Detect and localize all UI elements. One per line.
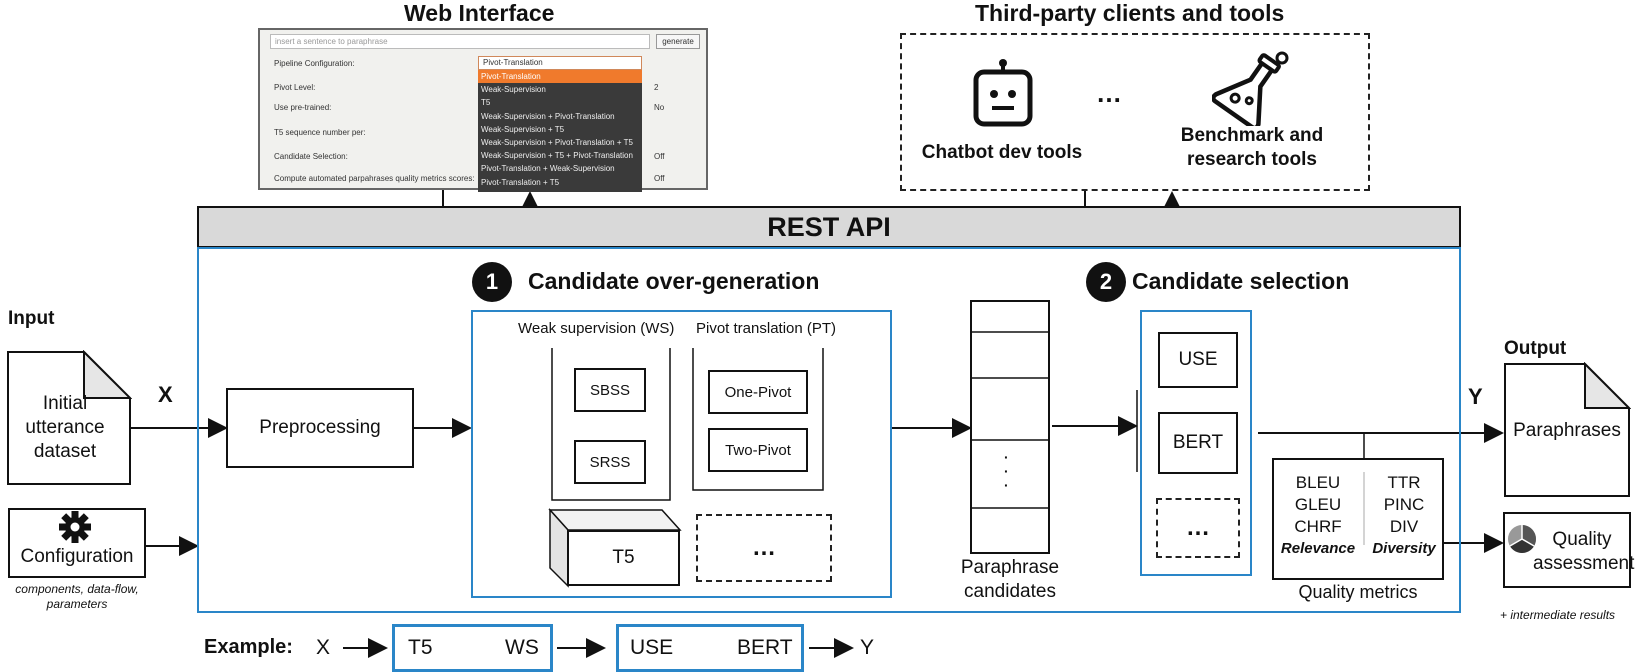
example-use: USE bbox=[630, 636, 674, 659]
example-label: Example: bbox=[204, 636, 293, 658]
relevance-metrics: BLEU GLEU CHRF Relevance bbox=[1272, 472, 1364, 560]
pipeline-select[interactable]: Pivot-Translation bbox=[478, 56, 642, 70]
generate-button[interactable]: generate bbox=[656, 34, 700, 49]
use-box[interactable]: USE bbox=[1158, 332, 1238, 388]
selection-title: Candidate selection bbox=[1132, 268, 1350, 294]
benchmark-tools-label: Benchmark and research tools bbox=[1180, 125, 1324, 170]
rest-api-bar: REST API bbox=[197, 206, 1461, 248]
flask-icon bbox=[1212, 51, 1289, 126]
pt-header: Pivot translation (PT) bbox=[696, 320, 837, 337]
diversity-label: Diversity bbox=[1372, 540, 1436, 557]
metric-ttr: TTR bbox=[1387, 473, 1421, 492]
row-pipeline-label: Pipeline Configuration: bbox=[274, 59, 355, 68]
configuration-label: Configuration bbox=[20, 546, 134, 567]
dropdown-option[interactable]: Pivot-Translation + T5 bbox=[481, 177, 560, 187]
chatbot-tools-label: Chatbot dev tools bbox=[921, 142, 1083, 163]
dropdown-option[interactable]: Weak-Supervision + Pivot-Translation + T… bbox=[481, 137, 633, 147]
sbss-box[interactable]: SBSS bbox=[574, 368, 646, 412]
quality-metrics-value[interactable]: Off bbox=[654, 174, 665, 183]
robot-icon bbox=[973, 59, 1033, 127]
row-pretrained-label: Use pre-trained: bbox=[274, 103, 332, 112]
y-label: Y bbox=[1468, 384, 1483, 409]
metrics-caption: Quality metrics bbox=[1298, 582, 1418, 602]
candidate-selection-value[interactable]: Off bbox=[654, 152, 665, 161]
dataset-label: Initial utterance dataset bbox=[25, 393, 105, 462]
x-label: X bbox=[158, 382, 173, 407]
intermediate-results-note: + intermediate results bbox=[1500, 608, 1616, 622]
one-pivot-box[interactable]: One-Pivot bbox=[708, 370, 808, 414]
quality-assessment-box[interactable] bbox=[1503, 512, 1631, 588]
ws-header: Weak supervision (WS) bbox=[518, 320, 675, 337]
row-pivot-level-label: Pivot Level: bbox=[274, 83, 316, 92]
metrics-box bbox=[1272, 458, 1444, 580]
document-icon bbox=[7, 350, 132, 485]
relevance-label: Relevance bbox=[1280, 540, 1356, 557]
metric-div: DIV bbox=[1389, 517, 1419, 536]
bert-box[interactable]: BERT bbox=[1158, 412, 1238, 474]
srss-box[interactable]: SRSS bbox=[574, 440, 646, 484]
dropdown-option[interactable]: Weak-Supervision bbox=[481, 85, 546, 95]
candidates-stack bbox=[970, 300, 1050, 554]
sentence-input[interactable]: insert a sentence to paraphrase bbox=[270, 34, 650, 49]
selection-more-box: … bbox=[1156, 498, 1240, 558]
diversity-metrics: TTR PINC DIV Diversity bbox=[1364, 472, 1444, 560]
preprocessing-box[interactable]: Preprocessing bbox=[226, 388, 414, 468]
example-x: X bbox=[316, 636, 331, 659]
metric-pinc: PINC bbox=[1383, 495, 1425, 514]
example-step-1: T5 WS bbox=[392, 624, 553, 672]
example-bert: BERT bbox=[737, 636, 793, 659]
candidates-label: Paraphrase candidates bbox=[960, 557, 1060, 602]
example-t5: T5 bbox=[408, 636, 433, 659]
pipeline-dropdown: Pivot-Translation Weak-Supervision T5 We… bbox=[478, 70, 642, 192]
web-interface-screenshot: insert a sentence to paraphrase generate… bbox=[258, 28, 708, 192]
overgen-title: Candidate over-generation bbox=[528, 268, 820, 294]
selection-frame bbox=[1140, 310, 1252, 576]
row-t5-seq-label: T5 sequence number per: bbox=[274, 128, 366, 137]
system-frame bbox=[197, 247, 1461, 613]
two-pivot-box[interactable]: Two-Pivot bbox=[708, 428, 808, 472]
example-step-2: USE BERT bbox=[616, 624, 804, 672]
dropdown-option[interactable]: Weak-Supervision + T5 bbox=[481, 124, 565, 134]
row-quality-metrics-label: Compute automated parpahrases quality me… bbox=[274, 174, 475, 183]
dropdown-option[interactable]: Pivot-Translation + Weak-Supervision bbox=[481, 164, 615, 174]
paraphrases-label: Paraphrases bbox=[1513, 420, 1621, 441]
example-y: Y bbox=[860, 636, 875, 659]
candidates-dots: · · · bbox=[1004, 449, 1009, 493]
dropdown-option[interactable]: T5 bbox=[481, 98, 491, 108]
example-ws: WS bbox=[505, 636, 539, 659]
configuration-caption: components, data-flow, parameters bbox=[15, 582, 139, 611]
dropdown-option[interactable]: Pivot-Translation bbox=[478, 70, 642, 84]
third-party-title: Third-party clients and tools bbox=[975, 0, 1285, 26]
dropdown-option[interactable]: Weak-Supervision + T5 + Pivot-Translatio… bbox=[481, 151, 633, 161]
web-interface-title: Web Interface bbox=[404, 0, 555, 26]
overgen-more-box: … bbox=[696, 514, 832, 582]
metric-bleu: BLEU bbox=[1295, 473, 1341, 492]
step-2-badge: 2 bbox=[1086, 262, 1126, 302]
pie-chart-icon bbox=[1508, 525, 1536, 553]
t5-box[interactable]: T5 bbox=[567, 530, 680, 586]
tools-ellipsis: … bbox=[1096, 78, 1122, 108]
document-icon bbox=[1504, 362, 1631, 497]
input-title: Input bbox=[8, 308, 55, 329]
step-1-badge: 1 bbox=[472, 262, 512, 302]
quality-assessment-label: Quality assessment bbox=[1533, 529, 1635, 574]
output-title: Output bbox=[1504, 338, 1567, 359]
pretrained-value[interactable]: No bbox=[654, 103, 665, 112]
metric-gleu: GLEU bbox=[1294, 495, 1342, 514]
row-candidate-selection-label: Candidate Selection: bbox=[274, 152, 348, 161]
overgen-frame bbox=[471, 310, 892, 598]
third-party-box bbox=[900, 33, 1370, 191]
pivot-level-value[interactable]: 2 bbox=[654, 83, 659, 92]
metric-chrf: CHRF bbox=[1294, 517, 1342, 536]
gear-icon bbox=[59, 511, 91, 543]
dropdown-option[interactable]: Weak-Supervision + Pivot-Translation bbox=[481, 111, 615, 121]
